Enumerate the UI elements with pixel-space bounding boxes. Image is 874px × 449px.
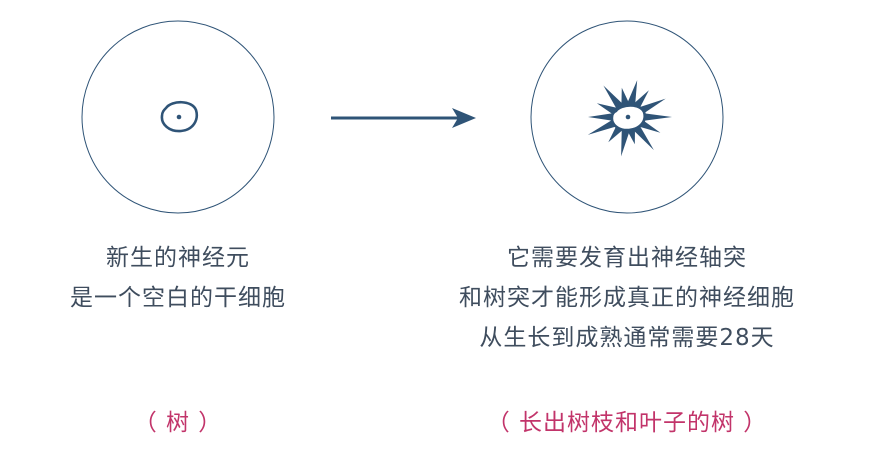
dendrite-spike [603, 85, 624, 111]
dendrite-spike [640, 112, 672, 122]
neuron-dendrites-icon [587, 80, 672, 157]
dendrite-spike [632, 123, 654, 151]
right-caption-line-1: 它需要发育出神经轴突 [507, 245, 747, 271]
left-caption-line-1: 新生的神经元 [106, 245, 250, 271]
neuron-nucleus [625, 114, 631, 120]
right-caption-line-3: 从生长到成熟通常需要28天 [479, 325, 775, 351]
left-caption-line-2: 是一个空白的干细胞 [70, 285, 286, 311]
left-note: （ 树 ） [133, 410, 223, 436]
left-caption: 新生的神经元 是一个空白的干细胞 [28, 238, 328, 318]
neuron-circle [530, 20, 724, 214]
dendrite-spike [621, 87, 630, 107]
right-caption-line-2: 和树突才能形成真正的神经细胞 [459, 285, 795, 311]
right-note: （ 长出树枝和叶子的树 ） [486, 410, 768, 436]
dendrite-spike [588, 112, 616, 122]
stem-cell-icon [160, 100, 199, 133]
dendrite-spike [621, 128, 631, 157]
stem-cell-nucleus [176, 114, 182, 120]
dendrite-spike [587, 118, 619, 135]
dendrite-spike [626, 80, 638, 107]
right-caption: 它需要发育出神经轴突 和树突才能形成真正的神经细胞 从生长到成熟通常需要28天 [427, 238, 827, 358]
stem-cell-circle [81, 20, 275, 214]
arrow-head-icon [452, 108, 476, 128]
